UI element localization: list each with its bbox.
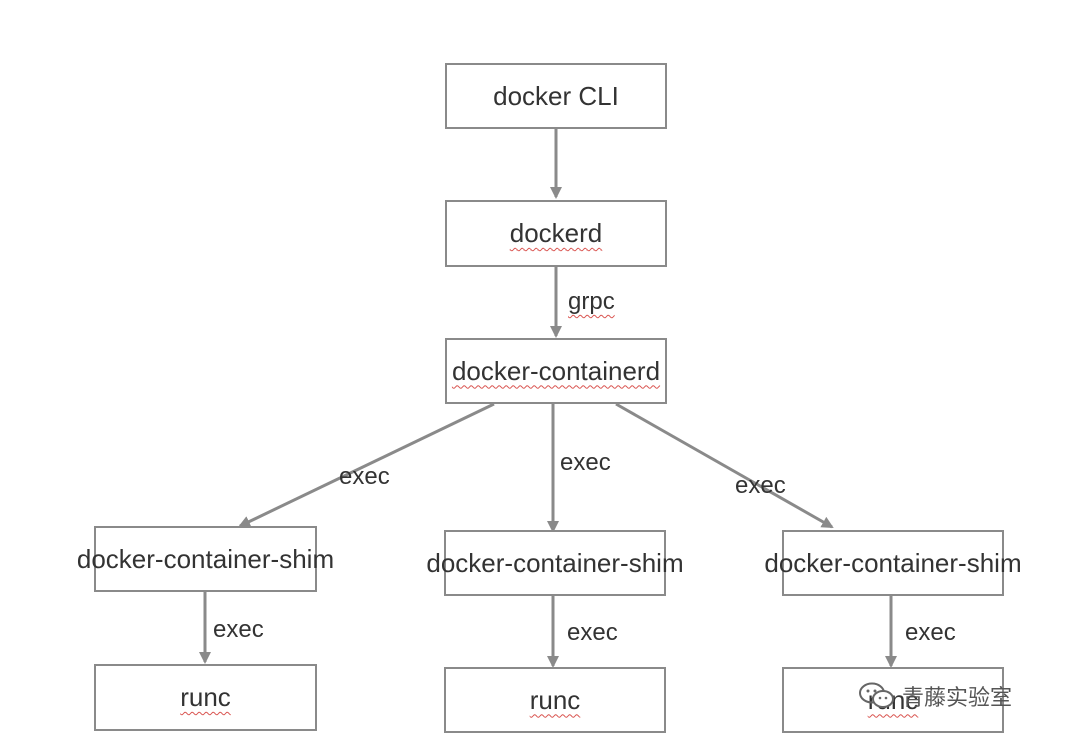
edge-label-exec-right: exec [735,472,786,499]
watermark-text: 青藤实验室 [902,685,1013,710]
wechat-icon [859,682,894,708]
node-runc-left: runc [94,664,317,731]
node-shim-left: docker-container-shim [77,526,334,592]
arrow-containerd-to-shim-left [238,402,495,528]
node-docker-cli: docker CLI [445,63,667,129]
node-dockerd: dockerd [445,200,667,267]
node-shim-middle: docker-container-shim [426,530,684,596]
node-runc-middle: runc [444,667,666,733]
edge-label-exec-shim-right: exec [905,619,956,646]
node-docker-containerd-label: docker-containerd [451,355,661,386]
watermark: 青藤实验室 [858,680,1012,712]
node-shim-right-label: docker-container-shim [764,547,1022,578]
node-runc-middle-label: runc [529,684,581,715]
node-docker-containerd: docker-containerd [445,338,667,404]
edge-label-exec-shim-left: exec [213,616,264,643]
node-runc-left-label: runc [180,682,231,712]
node-docker-cli-label: docker CLI [493,80,619,111]
node-dockerd-label: dockerd [509,218,603,248]
edge-label-grpc: grpc [568,288,615,315]
arrow-containerd-to-shim-right [615,402,834,529]
edge-label-exec-shim-middle: exec [567,619,618,646]
edge-label-exec-center: exec [560,449,611,476]
edge-label-exec-left: exec [339,463,390,490]
node-shim-left-label: docker-container-shim [76,543,335,574]
node-shim-right: docker-container-shim [764,530,1022,596]
node-shim-middle-label: docker-container-shim [426,547,684,578]
